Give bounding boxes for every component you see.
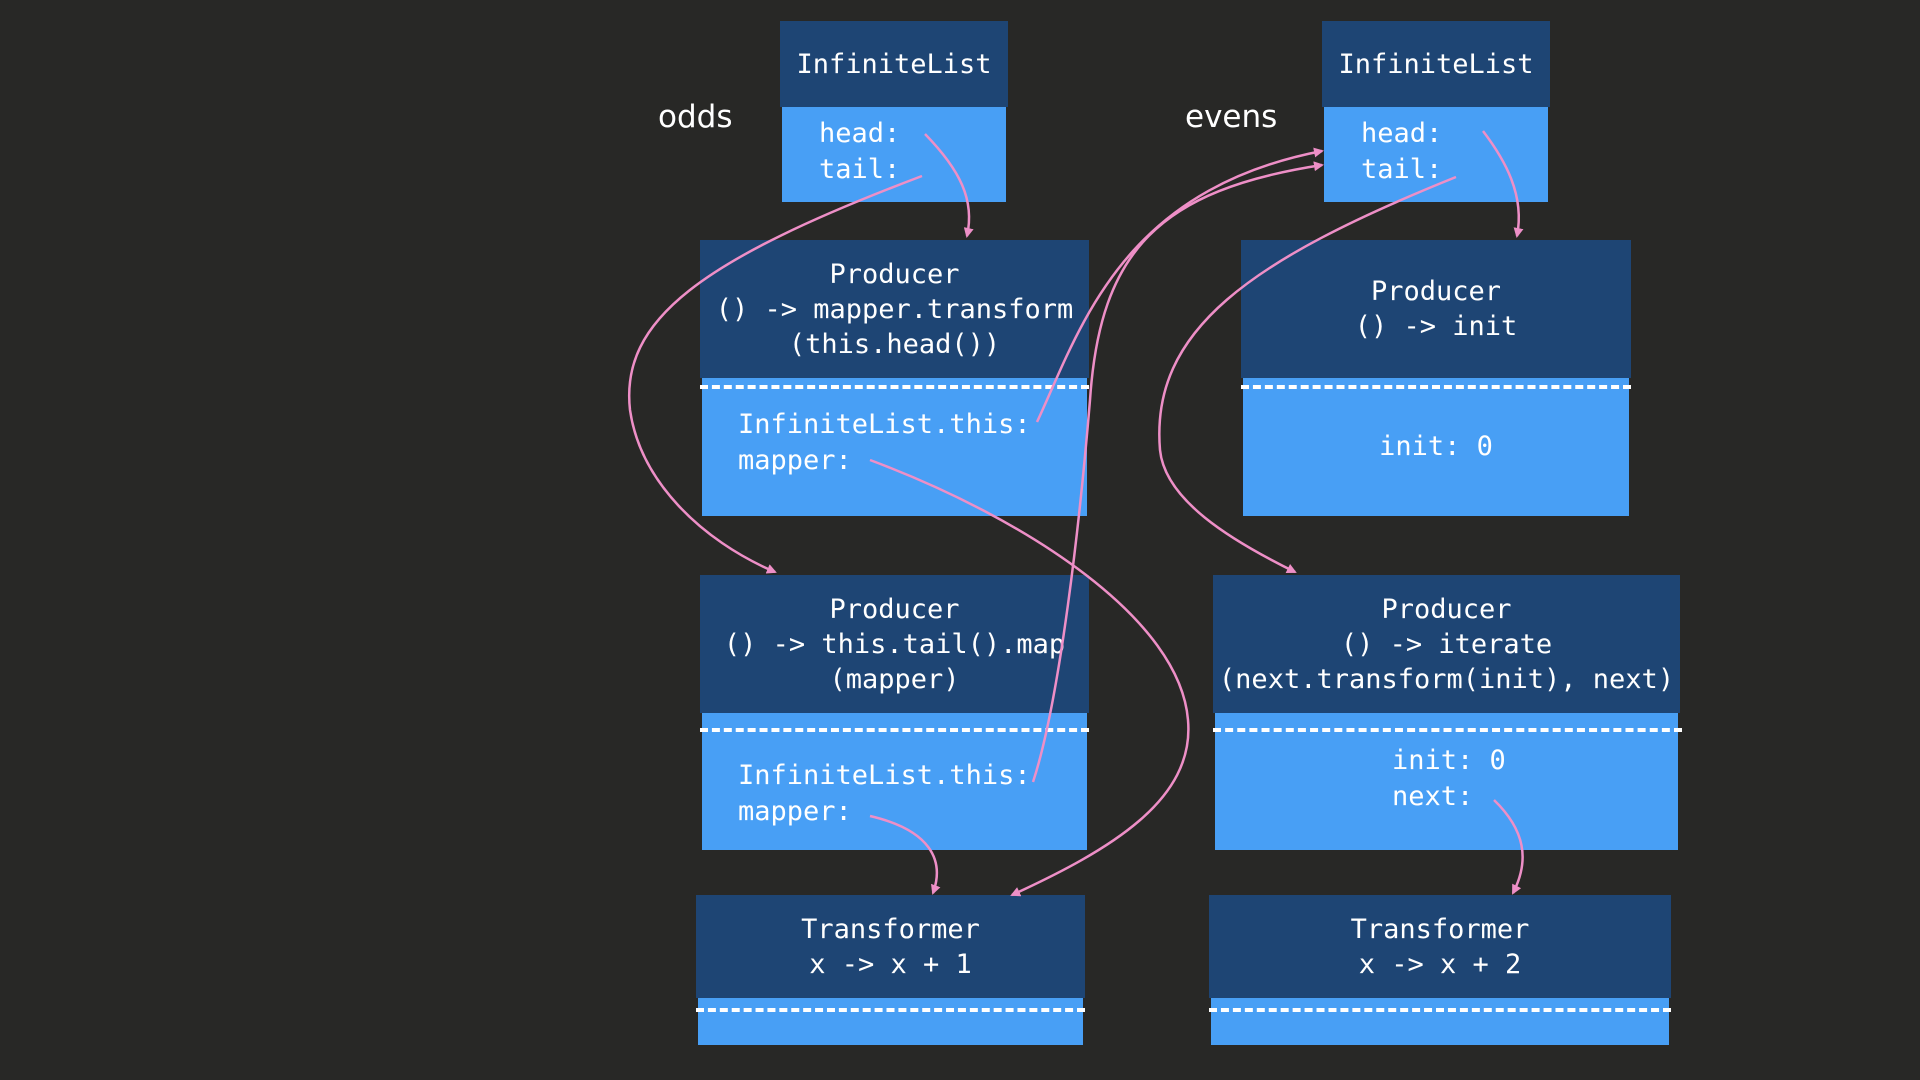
evens-list-header: InfiniteList <box>1322 21 1550 107</box>
odds-list-head-field: head: <box>819 118 901 149</box>
odds-head-producer-header: Producer () -> mapper.transform (this.he… <box>700 240 1089 378</box>
evens-tail-producer-next-field: next: <box>1392 781 1474 812</box>
evens-tail-producer-divider <box>1213 728 1682 732</box>
evens-head-producer-divider <box>1241 385 1631 389</box>
odds-list-tail-field: tail: <box>819 154 901 185</box>
odds-tail-producer-mapper-field: mapper: <box>738 796 852 827</box>
odds-tail-producer-title: Producer <box>829 593 960 625</box>
odds-transformer-body <box>698 998 1083 1045</box>
evens-tail-producer-body: init: 0 next: <box>1215 713 1678 850</box>
odds-tail-producer-lambda: () -> this.tail().map <box>723 628 1066 660</box>
evens-tail-producer-lambda-cont: (next.transform(init), next) <box>1218 663 1675 695</box>
evens-transformer-header: Transformer x -> x + 2 <box>1209 895 1671 998</box>
evens-transformer-divider <box>1209 1008 1671 1012</box>
odds-list-title: InfiniteList <box>796 48 992 80</box>
odds-tail-producer-lambda-cont: (mapper) <box>829 663 960 695</box>
odds-head-producer-title: Producer <box>829 258 960 290</box>
odds-head-producer-mapper-field: mapper: <box>738 445 852 476</box>
evens-tail-producer-lambda: () -> iterate <box>1340 628 1553 660</box>
evens-transformer-body <box>1211 998 1669 1045</box>
odds-tail-producer-divider <box>700 728 1089 732</box>
odds-tail-producer-header: Producer () -> this.tail().map (mapper) <box>700 575 1089 713</box>
odds-head-producer-divider <box>700 385 1089 389</box>
evens-transformer-lambda: x -> x + 2 <box>1358 948 1522 980</box>
odds-tail-producer-body: InfiniteList.this: mapper: <box>702 713 1087 850</box>
evens-list-title: InfiniteList <box>1338 48 1534 80</box>
evens-transformer-title: Transformer <box>1350 913 1530 945</box>
odds-transformer-lambda: x -> x + 1 <box>809 948 972 980</box>
odds-head-producer-body: InfiniteList.this: mapper: <box>702 378 1087 516</box>
evens-tail-producer-header: Producer () -> iterate (next.transform(i… <box>1213 575 1680 713</box>
odds-list-body: head: tail: <box>782 107 1006 202</box>
odds-label: odds <box>658 99 733 135</box>
evens-label: evens <box>1185 99 1278 135</box>
evens-head-producer-title: Producer <box>1370 276 1502 307</box>
evens-head-producer-body: init: 0 <box>1243 378 1629 516</box>
odds-head-producer-lambda-cont: (this.head()) <box>788 328 1001 360</box>
evens-head-producer-header: Producer () -> init <box>1241 240 1631 378</box>
evens-list-head-field: head: <box>1361 118 1443 149</box>
evens-tail-producer-init-field: init: 0 <box>1392 745 1506 776</box>
evens-tail-producer-title: Producer <box>1381 593 1512 625</box>
evens-list-tail-field: tail: <box>1361 154 1443 185</box>
odds-head-producer-this-field: InfiniteList.this: <box>738 409 1031 440</box>
evens-head-producer-init-field: init: 0 <box>1379 431 1493 462</box>
odds-tail-producer-this-field: InfiniteList.this: <box>738 760 1031 791</box>
evens-head-producer-lambda: () -> init <box>1354 311 1518 342</box>
odds-transformer-divider <box>696 1008 1085 1012</box>
odds-head-producer-lambda: () -> mapper.transform <box>715 293 1074 325</box>
evens-list-body: head: tail: <box>1324 107 1548 202</box>
odds-transformer-title: Transformer <box>801 913 980 945</box>
odds-list-header: InfiniteList <box>780 21 1008 107</box>
odds-transformer-header: Transformer x -> x + 1 <box>696 895 1085 998</box>
